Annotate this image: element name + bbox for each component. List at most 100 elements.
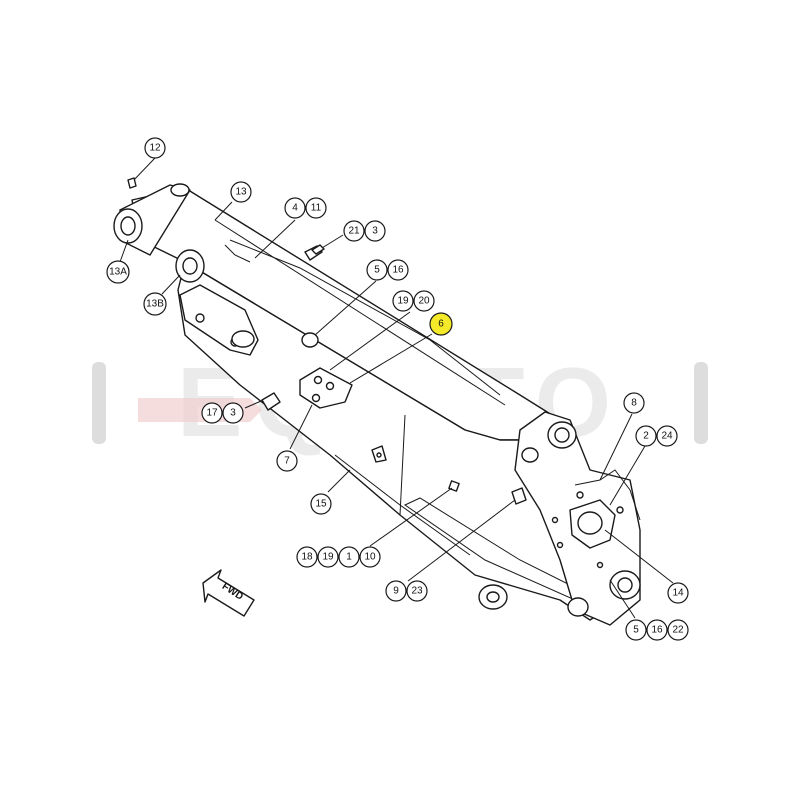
callout-5-lower-label: 5 [633, 625, 639, 636]
callout-11-label: 11 [311, 203, 322, 214]
callout-22: 22 [667, 619, 689, 641]
leader-4-11 [254, 219, 296, 259]
boom-section-line [399, 414, 406, 516]
callout-18: 18 [296, 546, 318, 568]
callout-21-label: 21 [348, 226, 360, 237]
callout-20: 20 [413, 290, 435, 312]
grease-fitting-top [304, 244, 325, 261]
callout-1: 1 [338, 546, 360, 568]
callout-15: 15 [310, 493, 332, 515]
leader-7 [289, 404, 313, 450]
callout-19-lower-label: 19 [322, 552, 334, 563]
watermark-accent [138, 398, 262, 422]
callout-16-lower: 16 [646, 619, 668, 641]
stick-end-boss-left [521, 447, 539, 463]
callout-18-label: 18 [301, 552, 313, 563]
leader-6 [349, 333, 433, 384]
callout-6-label: 6 [438, 319, 444, 330]
lower-pin-boss-2 [567, 597, 589, 617]
fitting-nipple [311, 244, 325, 255]
callout-2-label: 2 [643, 431, 649, 442]
leader-12 [131, 157, 156, 183]
callout-21: 21 [343, 220, 365, 242]
foot-pin-bore-13a [120, 216, 136, 236]
callout-2: 2 [635, 425, 657, 447]
bracket-bolt-3 [311, 393, 321, 403]
bracket-bolt-1 [313, 375, 323, 385]
cylinder-mount-plate [179, 284, 259, 356]
leader-lines [119, 157, 674, 619]
lower-pin-bore [486, 591, 500, 603]
callout-5-lower: 5 [625, 619, 647, 641]
leader-21-3 [321, 234, 344, 249]
hydraulic-line [574, 469, 641, 521]
leader-2-24 [609, 445, 646, 506]
bracket-plate [299, 367, 353, 409]
callout-13b: 13B [143, 292, 167, 316]
side-lug-hole [376, 452, 382, 458]
callout-17-label: 17 [206, 408, 218, 419]
callout-14: 14 [667, 582, 689, 604]
stick-end-bore-top [554, 427, 570, 443]
callout-16-upper: 16 [387, 259, 409, 281]
callout-23: 23 [406, 580, 428, 602]
callout-13: 13 [230, 181, 252, 203]
foot-pin-bore-13b [182, 257, 198, 275]
callout-1-label: 1 [346, 552, 352, 563]
stick-bolt-2 [616, 506, 624, 514]
callout-13-label: 13 [235, 187, 247, 198]
boom-foot-end [113, 183, 205, 283]
callout-15-label: 15 [315, 499, 327, 510]
stick-bolt-4 [556, 541, 564, 549]
leader-9-23 [407, 499, 516, 582]
fwd-arrow-icon [202, 569, 255, 617]
foot-top-boss [170, 183, 190, 197]
boom-plate-line [229, 239, 501, 396]
leader-13 [214, 201, 233, 221]
watermark-bar-right [694, 362, 708, 444]
callout-6-highlighted: 6 [429, 312, 453, 336]
leader-5-16-upper [314, 280, 377, 336]
leader-19-20 [329, 311, 411, 371]
callout-7: 7 [276, 450, 298, 472]
leader-14 [604, 529, 674, 584]
callout-3-top-label: 3 [372, 226, 378, 237]
callout-3-left-label: 3 [230, 408, 236, 419]
callout-3-top: 3 [364, 220, 386, 242]
callout-3-left: 3 [222, 402, 244, 424]
callout-22-label: 22 [672, 625, 684, 636]
callout-23-label: 23 [411, 586, 423, 597]
callout-20-label: 20 [418, 296, 430, 307]
forward-direction-indicator: FWD [202, 569, 255, 617]
callout-10-label: 10 [364, 552, 376, 563]
callout-9-label: 9 [393, 586, 399, 597]
mount-bolt-1 [195, 313, 205, 323]
bolt-17 [261, 392, 281, 411]
callout-9: 9 [385, 580, 407, 602]
boom-edge-line [214, 219, 506, 406]
callout-10: 10 [359, 546, 381, 568]
bottom-pin-bore [617, 577, 633, 593]
leader-8 [599, 413, 633, 481]
callout-16-lower-label: 16 [651, 625, 663, 636]
leader-5-16-22 [609, 579, 636, 619]
callout-8: 8 [623, 392, 645, 414]
callout-12-label: 12 [149, 143, 161, 154]
callout-19-upper-label: 19 [397, 296, 409, 307]
callout-16-upper-label: 16 [392, 265, 404, 276]
mount-boss [231, 330, 255, 348]
cylinder-head-bore [577, 511, 603, 535]
leader-13a [119, 239, 129, 263]
leader-15 [327, 469, 351, 493]
boom-lower-edge [334, 454, 471, 556]
callout-4: 4 [284, 197, 306, 219]
callout-13b-label: 13B [146, 299, 164, 310]
callout-24: 24 [656, 425, 678, 447]
callout-17: 17 [201, 402, 223, 424]
callout-12: 12 [144, 137, 166, 159]
callout-19-upper: 19 [392, 290, 414, 312]
bracket-bolt-2 [325, 381, 335, 391]
callout-11: 11 [305, 197, 327, 219]
callout-7-label: 7 [284, 456, 290, 467]
